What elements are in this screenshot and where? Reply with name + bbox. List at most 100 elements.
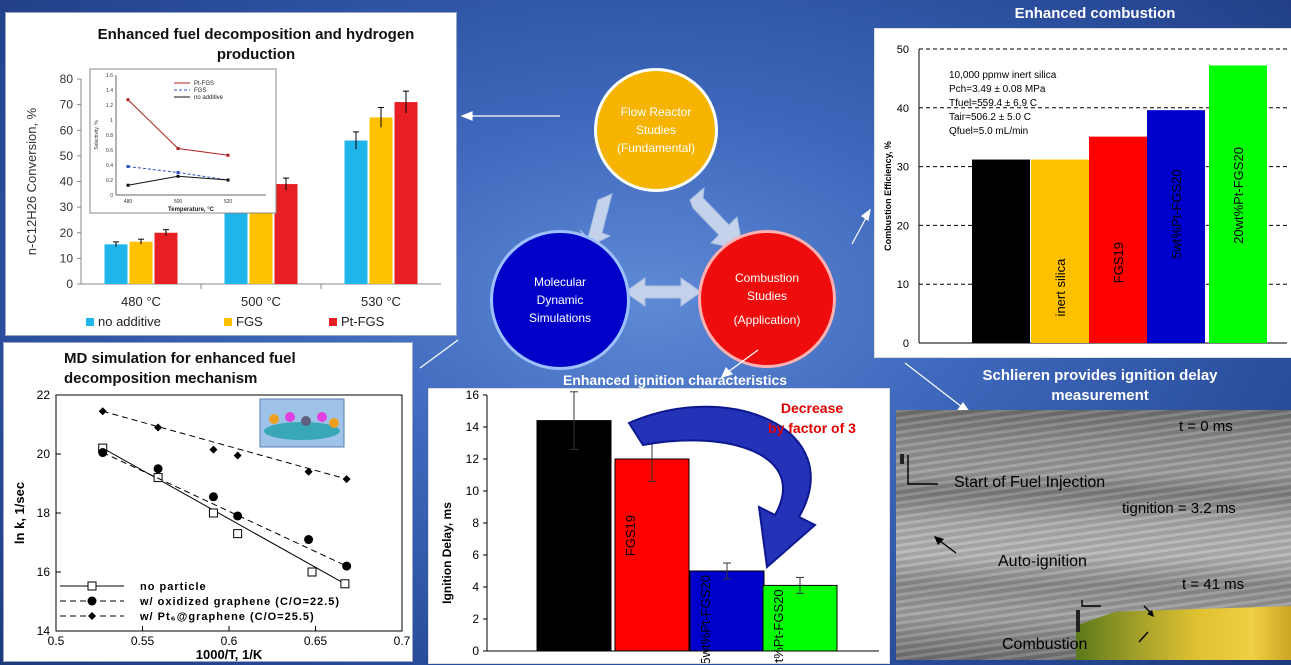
data-point (153, 464, 163, 474)
legend-label: no particle (140, 581, 207, 593)
y-tick-label: 0 (66, 277, 73, 291)
schlieren-title: Schlieren provides ignition delay measur… (982, 367, 1218, 404)
legend-swatch (224, 318, 232, 326)
diagram-arrows (579, 186, 744, 307)
comb-line1: Combustion (734, 271, 800, 285)
inset-x-tick-label: 480 (124, 199, 133, 205)
x-tick-label: 500 °C (241, 294, 281, 309)
data-point (233, 529, 243, 539)
data-point (304, 535, 314, 545)
molecule-atom (329, 418, 339, 428)
data-point (304, 467, 313, 476)
bar-label: 20wt%Pt-FGS20 (1231, 147, 1246, 244)
arrow-right-diag (689, 186, 744, 251)
y-tick-label: 20 (897, 220, 909, 232)
legend-marker (87, 596, 97, 606)
bar-label: FGS19 (1111, 242, 1126, 283)
x-tick-label: 0.6 (221, 634, 238, 648)
inset-y-tick-label: 0.2 (106, 178, 113, 184)
md-panel: MD simulation for enhanced fuel decompos… (3, 342, 413, 662)
y-axis-label: Combustion Efficiency, % (883, 141, 893, 251)
x-tick-label: 0.55 (131, 634, 155, 648)
label-tignition: tignition = 3.2 ms (1122, 500, 1236, 517)
inset-x-label: Temperature, °C (168, 207, 215, 213)
y-tick-label: 30 (60, 200, 74, 214)
bar (154, 232, 178, 284)
bar (394, 102, 418, 284)
inset-frame (89, 68, 277, 214)
data-point (342, 561, 352, 571)
x-tick-label: 530 °C (361, 294, 401, 309)
y-tick-label: 50 (60, 149, 74, 163)
x-tick-label: 480 °C (121, 294, 161, 309)
y-tick-label: 18 (37, 506, 51, 520)
legend-label: w/ oxidized graphene (C/O=22.5) (139, 596, 340, 608)
data-point (154, 423, 163, 432)
label-auto-ignition: Auto-ignition (998, 553, 1087, 570)
y-axis-label: ln k, 1/sec (12, 482, 27, 544)
inset-point (176, 171, 180, 174)
y-tick-label: 0 (903, 338, 909, 350)
inset-y-tick-label: 0.4 (106, 163, 113, 169)
y-axis-label: n-C12H26 Conversion, % (24, 107, 39, 255)
flow-line1: Flow Reactor (620, 105, 692, 119)
inset-y-tick-label: 0 (110, 193, 113, 199)
y-tick-label: 6 (472, 548, 479, 562)
y-tick-label: 2 (472, 612, 479, 626)
fit-line (102, 447, 346, 585)
y-tick-label: 30 (897, 162, 909, 174)
legend-marker (88, 612, 96, 620)
bar (344, 140, 368, 284)
data-point (307, 567, 317, 577)
legend-label: FGS (236, 314, 263, 329)
mol-line3: Simulations (528, 311, 592, 325)
x-tick-label: 0.7 (394, 634, 411, 648)
bar (689, 570, 765, 652)
inset-x-tick-label: 520 (224, 199, 233, 205)
data-point (208, 508, 218, 518)
data-point (233, 451, 242, 460)
condition-line: Tair=506.2 ± 5.0 C (949, 112, 1031, 123)
decomposition-title: Enhanced fuel decomposition and hydrogen… (97, 26, 415, 63)
bar (104, 244, 128, 284)
schlieren-overlay (900, 454, 1154, 643)
inset-legend-label: no additive (194, 95, 224, 101)
inset-legend-label: Pt-FGS (194, 81, 214, 87)
inset-point (226, 178, 230, 182)
data-point (153, 473, 163, 483)
y-tick-label: 50 (897, 44, 909, 56)
bar-label: FGS19 (623, 515, 638, 556)
legend-label: w/ Pt₆@graphene (C/O=25.5) (139, 611, 315, 623)
y-tick-label: 60 (60, 123, 74, 137)
inset-y-tick-label: 1.2 (106, 103, 113, 109)
bar-label: 5wt%Pt-FGS20 (698, 575, 713, 663)
bar (1031, 159, 1089, 343)
bar (249, 196, 273, 284)
molecule-atom (285, 412, 295, 422)
bar-label: 5wt%Pt-FGS20 (1169, 169, 1184, 259)
molecule-atom (301, 416, 311, 426)
data-point (209, 445, 218, 454)
data-point (233, 511, 243, 521)
y-tick-label: 20 (37, 447, 51, 461)
x-tick-label: 0.65 (304, 634, 328, 648)
inset-y-tick-label: 0.6 (106, 148, 113, 154)
flow-line3: (Fundamental) (616, 141, 696, 155)
y-tick-label: 40 (897, 103, 909, 115)
y-tick-label: 10 (897, 279, 909, 291)
y-tick-label: 22 (37, 388, 51, 402)
y-tick-label: 8 (472, 516, 479, 530)
schlieren-image: t = 0 ms Start of Fuel Injection tigniti… (896, 410, 1291, 660)
y-tick-label: 70 (60, 98, 74, 112)
bar (536, 420, 612, 652)
inset-y-tick-label: 0.8 (106, 133, 113, 139)
data-point (342, 475, 351, 484)
inset-x-tick-label: 500 (174, 199, 183, 205)
annotation-line2: by factor of 3 (768, 420, 856, 436)
molecule-atom (269, 414, 279, 424)
x-axis-label: 1000/T, 1/K (196, 647, 263, 661)
